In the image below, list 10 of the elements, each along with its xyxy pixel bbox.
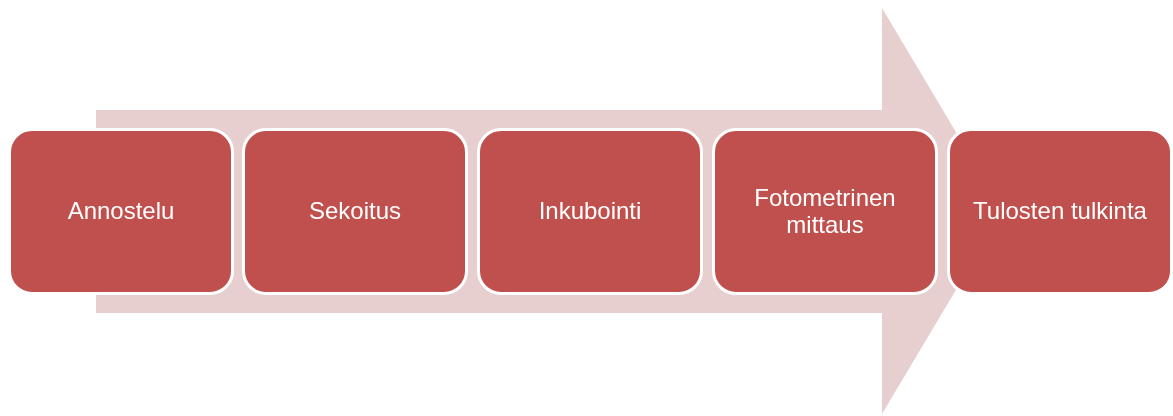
process-box (477, 128, 703, 295)
process-box (8, 128, 234, 295)
step-label: Tulosten tulkinta (972, 198, 1148, 225)
step-label: Sekoitus (307, 198, 403, 225)
step-label: Annostelu (66, 198, 176, 225)
step-label: Inkubointi (537, 198, 643, 225)
process-box (712, 128, 938, 295)
process-box (242, 128, 468, 295)
process-box (947, 128, 1173, 295)
step-label: Fotometrinen mittaus (753, 185, 897, 238)
